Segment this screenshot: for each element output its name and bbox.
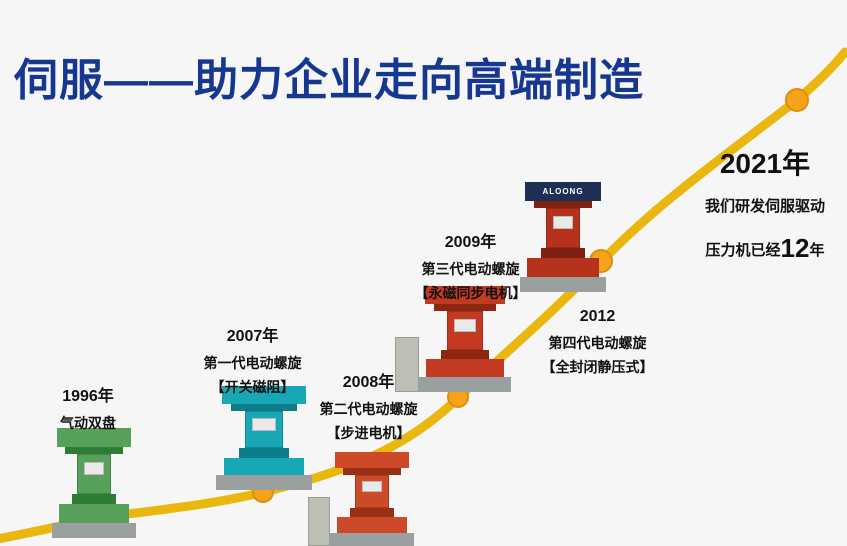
- milestone-text: 第四代电动螺旋: [548, 335, 647, 351]
- machine-2009-illustration: [395, 286, 511, 392]
- milestone-text: 【开关磁阻】: [210, 378, 295, 395]
- milestone-2009-label: 2009年 第三代电动螺旋 【永磁同步电机】: [393, 228, 548, 306]
- machine-base: [426, 359, 504, 378]
- milestone-text: 压力机已经12年: [690, 222, 840, 274]
- machine-panel: [83, 462, 105, 476]
- milestone-2012-label: 2012 第四代电动螺旋 【全封闭静压式】: [520, 308, 675, 380]
- machine-2007-illustration: [216, 386, 312, 490]
- machine-base: [526, 257, 600, 277]
- machine-neck: [65, 446, 123, 455]
- machine-anvil: [540, 248, 586, 258]
- machine-head: [424, 286, 506, 305]
- machine-neck: [433, 304, 497, 312]
- milestone-text: 第一代电动螺旋: [203, 355, 302, 371]
- milestone-year: 2008年: [342, 374, 395, 391]
- machine-2012-illustration: ALOONG: [520, 182, 606, 292]
- machine-neck: [343, 467, 401, 475]
- milestone-text: 【全封闭静压式】: [541, 358, 654, 375]
- milestone-year: 2009年: [444, 234, 497, 251]
- milestone-text-suffix: 年: [809, 242, 825, 259]
- machine-panel: [552, 216, 574, 230]
- machine-anvil: [239, 448, 289, 458]
- milestone-text: 我们研发伺服驱动: [704, 198, 825, 215]
- machine-plinth: [52, 522, 136, 538]
- machine-column: [77, 454, 111, 494]
- milestone-2021-label: 2021年 我们研发伺服驱动 压力机已经12年: [690, 142, 840, 274]
- machine-base: [58, 503, 130, 523]
- milestone-text: 【步进电机】: [326, 424, 411, 441]
- milestone-years-count: 12: [780, 233, 810, 263]
- machine-panel: [252, 418, 276, 431]
- milestone-year: 2007年: [226, 328, 279, 345]
- machine-cabinet: [308, 497, 330, 546]
- milestone-year: 2012: [579, 308, 616, 325]
- milestone-year: 2021年: [719, 148, 811, 179]
- machine-2008-illustration: [308, 452, 414, 546]
- machine-anvil: [441, 349, 489, 360]
- milestone-text-prefix: 压力机已经: [705, 242, 781, 259]
- milestone-2008-label: 2008年 第二代电动螺旋 【步进电机】: [296, 368, 441, 446]
- machine-head: [525, 182, 601, 201]
- machine-anvil: [350, 508, 394, 517]
- machine-anvil: [72, 494, 116, 504]
- milestone-text: 气动双盘: [60, 415, 116, 431]
- milestone-year: 1996年: [62, 388, 114, 405]
- machine-head: [57, 428, 131, 447]
- machine-plinth: [216, 475, 312, 490]
- machine-column: [355, 474, 389, 509]
- milestone-2007-label: 2007年 第一代电动螺旋 【开关磁阻】: [180, 322, 325, 400]
- milestone-text: 第二代电动螺旋: [319, 401, 418, 417]
- machine-brand-logo: ALOONG: [542, 186, 584, 196]
- machine-plinth: [419, 377, 511, 392]
- machine-plinth: [330, 532, 414, 546]
- page-title: 伺服——助力企业走向高端制造: [14, 56, 644, 105]
- milestone-dot-2021: [785, 88, 809, 112]
- machine-head: [221, 386, 307, 404]
- machine-plinth: [520, 276, 606, 292]
- machine-neck: [231, 403, 297, 411]
- milestone-text: 【永磁同步电机】: [414, 284, 527, 301]
- machine-neck: [533, 200, 593, 209]
- milestone-text: 第三代电动螺旋: [421, 261, 520, 277]
- machine-cabinet: [395, 336, 419, 392]
- machine-1996-illustration: [52, 428, 136, 538]
- machine-base: [336, 516, 408, 533]
- milestone-1996-label: 1996年 气动双盘: [28, 382, 148, 436]
- machine-column: [446, 311, 484, 350]
- machine-head: [335, 452, 409, 468]
- machine-panel: [453, 318, 477, 332]
- machine-base: [223, 457, 305, 476]
- machine-panel: [361, 481, 383, 493]
